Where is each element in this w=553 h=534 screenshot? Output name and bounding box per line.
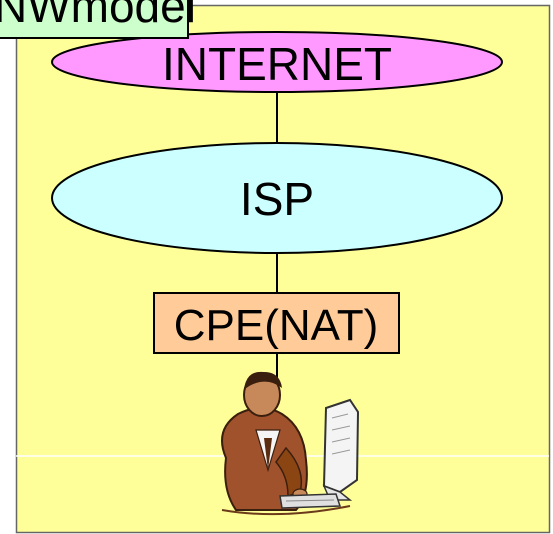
- internet-node: INTERNET: [51, 31, 503, 93]
- isp-label: ISP: [240, 173, 314, 225]
- cpe-label: CPE(NAT): [174, 301, 379, 350]
- model-title-box: [0, 0, 189, 39]
- user-at-computer-icon: [221, 371, 360, 516]
- model-title-label: NWmodel: [0, 0, 196, 32]
- monitor-icon: [322, 398, 360, 494]
- isp-node: ISP: [51, 142, 503, 254]
- cpe-node: CPE(NAT): [153, 292, 400, 354]
- cpe-box: [153, 292, 400, 354]
- internet-ellipse: [51, 31, 503, 93]
- isp-ellipse: [51, 142, 503, 254]
- internet-label: INTERNET: [162, 38, 392, 90]
- model-title-tag: NWmodel: [0, 0, 196, 39]
